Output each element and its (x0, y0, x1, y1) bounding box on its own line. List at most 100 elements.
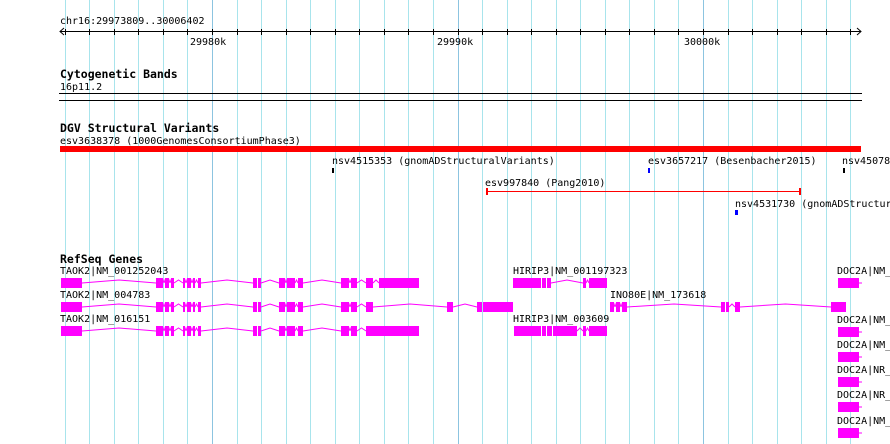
intron-line (168, 302, 172, 308)
gene-label[interactable]: TAOK2|NM_016151 (60, 314, 150, 325)
intron-line (585, 278, 590, 284)
exon (589, 278, 607, 288)
gene-feature[interactable]: HIRIP3|NM_003609 (513, 314, 609, 336)
exon (341, 278, 349, 288)
exon (726, 302, 729, 312)
ruler[interactable]: chr16:29973809..30006402 29980k 29990k 3… (59, 16, 862, 48)
exon (298, 278, 303, 288)
gene-label[interactable]: DOC2A|NM_ (837, 340, 890, 351)
exon (193, 326, 195, 336)
sv-label[interactable]: esv3657217 (Besenbacher2015) (648, 156, 817, 167)
gene-label[interactable]: DOC2A|NR_ (837, 365, 890, 376)
gene-feature[interactable]: TAOK2|NM_016151 (60, 314, 419, 336)
gene-feature[interactable]: HIRIP3|NM_001197323 (513, 266, 627, 288)
intron-line (168, 326, 172, 332)
exon (61, 326, 82, 336)
gene-label[interactable]: TAOK2|NM_004783 (60, 290, 150, 301)
sv-cap (799, 188, 801, 195)
sv-bar[interactable] (332, 168, 334, 173)
tick-label: 30000k (684, 37, 720, 48)
region-label: chr16:29973809..30006402 (60, 16, 205, 27)
sv-bar[interactable] (735, 210, 738, 215)
arrow-right-icon[interactable] (856, 27, 862, 36)
exon (253, 326, 257, 336)
intron-line (294, 302, 299, 308)
exon (514, 326, 541, 336)
exon (279, 326, 285, 336)
exon (287, 302, 295, 312)
gene-label[interactable]: INO80E|NM_173618 (610, 290, 706, 301)
cytoband-label[interactable]: 16p11.2 (60, 82, 102, 93)
gene-label[interactable]: DOC2A|NM_ (837, 315, 890, 326)
intron-line (200, 303, 254, 308)
intron-line (173, 327, 184, 332)
exon (341, 302, 349, 312)
gene-feature[interactable]: DOC2A|NR_ (837, 365, 890, 387)
gene-feature[interactable]: DOC2A|NM_ (837, 340, 890, 362)
intron-line (576, 327, 584, 332)
gene-feature[interactable]: TAOK2|NM_001252043 (60, 266, 419, 288)
gene-feature[interactable]: DOC2A|NM_ (837, 315, 890, 337)
exon (187, 302, 191, 312)
sv-label[interactable]: nsv4515353 (gnomADStructuralVariants) (332, 156, 555, 167)
gene-feature[interactable]: TAOK2|NM_004783 (60, 290, 513, 312)
intron-line (184, 326, 188, 332)
exon (193, 302, 195, 312)
sv-bar[interactable] (843, 168, 845, 173)
intron-line (162, 302, 166, 308)
intron-line (190, 302, 194, 308)
exon (193, 278, 195, 288)
gene-label[interactable]: HIRIP3|NM_003609 (513, 314, 609, 325)
sv-label[interactable]: esv3638378 (1000GenomesConsortiumPhase3) (60, 136, 301, 147)
exon (366, 302, 373, 312)
exon (838, 278, 859, 288)
gene-label[interactable]: HIRIP3|NM_001197323 (513, 266, 627, 277)
exon (198, 326, 201, 336)
exon (542, 278, 546, 288)
sv-bar[interactable] (648, 168, 650, 173)
grid-lines (65, 0, 851, 444)
intron-line (284, 278, 288, 284)
exon (547, 326, 552, 336)
intron-line (348, 326, 352, 332)
sv-label[interactable]: esv997840 (Pang2010) (485, 178, 605, 189)
gene-label[interactable]: DOC2A|NR_ (837, 390, 890, 401)
exon (831, 302, 846, 312)
sv-label[interactable]: nsv45078 (842, 156, 890, 167)
exon (258, 326, 261, 336)
intron-line (162, 326, 166, 332)
intron-line (372, 303, 448, 308)
exon (838, 377, 859, 387)
intron-line (302, 303, 342, 308)
intron-line (194, 326, 199, 332)
exon (156, 326, 163, 336)
gene-feature[interactable]: DOC2A|NR_ (837, 390, 890, 412)
intron-line (81, 279, 157, 284)
sv-label[interactable]: nsv4531730 (gnomADStructur (735, 199, 890, 210)
gene-feature[interactable]: DOC2A|NM_ (837, 266, 890, 288)
intron-line (194, 278, 199, 284)
intron-line (260, 279, 280, 284)
gene-feature[interactable]: DOC2A|NM_ (837, 416, 890, 438)
intron-line (260, 327, 280, 332)
intron-line (613, 302, 617, 308)
exon (622, 302, 627, 312)
sv-cap (486, 188, 488, 195)
gene-feature[interactable]: INO80E|NM_173618 (610, 290, 846, 312)
exon (838, 327, 859, 337)
intron-line (626, 303, 722, 308)
exon (279, 278, 285, 288)
intron-line (356, 303, 367, 308)
gene-label[interactable]: DOC2A|NM_ (837, 266, 890, 277)
arrow-left-icon[interactable] (59, 27, 65, 36)
exon (156, 278, 163, 288)
intron-line (302, 327, 342, 332)
gene-label[interactable]: DOC2A|NM_ (837, 416, 890, 427)
sv-bar[interactable] (60, 146, 861, 152)
gene-label[interactable]: TAOK2|NM_001252043 (60, 266, 168, 277)
exon (351, 278, 357, 288)
intron-line (585, 326, 590, 332)
intron-line (550, 279, 584, 284)
exon (721, 302, 725, 312)
